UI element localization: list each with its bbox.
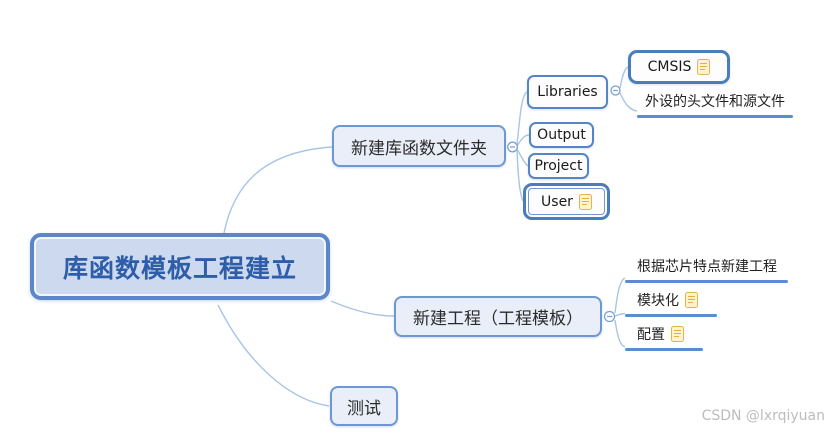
connector-root-project <box>330 300 395 317</box>
topic-cmsis[interactable]: CMSIS <box>628 50 730 84</box>
connector-root-test <box>217 304 330 407</box>
csdn-watermark: CSDN @lxrqiyuan <box>701 408 825 424</box>
note-icon[interactable] <box>578 193 592 210</box>
topic-modular[interactable]: 模块化 <box>625 290 717 317</box>
topic-config[interactable]: 配置 <box>625 324 703 351</box>
connector-folder-user <box>516 150 524 202</box>
topic-user[interactable]: User <box>523 183 610 220</box>
branch-test[interactable]: 测试 <box>330 386 398 426</box>
topic-output-label: Output <box>537 127 586 143</box>
branch-new-library-folder[interactable]: 新建库函数文件夹 <box>332 125 506 167</box>
branch-new-library-folder-label: 新建库函数文件夹 <box>351 138 487 159</box>
branch-new-project-label: 新建工程（工程模板） <box>413 309 583 329</box>
topic-underline <box>625 280 788 283</box>
root-topic[interactable]: 库函数模板工程建立 <box>30 233 330 300</box>
connector-folder-project <box>516 148 529 167</box>
topic-project-label: Project <box>534 158 583 174</box>
topic-libraries-label: Libraries <box>537 84 598 100</box>
topic-peripheral-files[interactable]: 外设的头文件和源文件 <box>637 91 793 118</box>
topic-libraries[interactable]: Libraries <box>527 75 608 109</box>
connector-libraries-cmsis <box>619 66 629 89</box>
collapse-handle-project[interactable] <box>603 310 616 323</box>
topic-user-label: User <box>541 193 573 210</box>
connector-project-modular <box>614 312 626 317</box>
topic-config-label: 配置 <box>637 327 665 343</box>
topic-underline <box>637 115 793 118</box>
topic-underline <box>625 348 703 351</box>
collapse-handle-libraries[interactable] <box>610 85 621 96</box>
note-icon[interactable] <box>671 326 684 342</box>
note-icon[interactable] <box>697 59 711 75</box>
collapse-handle-folder[interactable] <box>507 141 518 153</box>
note-icon[interactable] <box>685 292 698 308</box>
topic-modular-label: 模块化 <box>637 293 679 309</box>
connector-root-folder <box>223 146 333 234</box>
connector-folder-output <box>516 134 530 147</box>
root-topic-label: 库函数模板工程建立 <box>62 253 297 283</box>
topic-chip-based-project-label: 根据芯片特点新建工程 <box>637 259 777 275</box>
topic-cmsis-label: CMSIS <box>647 59 692 75</box>
topic-underline <box>625 314 717 317</box>
topic-project[interactable]: Project <box>528 153 589 179</box>
connector-folder-libraries <box>516 91 528 145</box>
topic-chip-based-project[interactable]: 根据芯片特点新建工程 <box>625 256 788 283</box>
branch-new-project[interactable]: 新建工程（工程模板） <box>394 296 602 337</box>
branch-test-label: 测试 <box>347 398 381 419</box>
topic-output[interactable]: Output <box>529 122 594 148</box>
connector-libraries-peripheral <box>619 92 638 112</box>
topic-peripheral-files-label: 外设的头文件和源文件 <box>645 94 785 110</box>
connector-project-chip <box>614 277 626 314</box>
connector-project-config <box>614 319 626 348</box>
